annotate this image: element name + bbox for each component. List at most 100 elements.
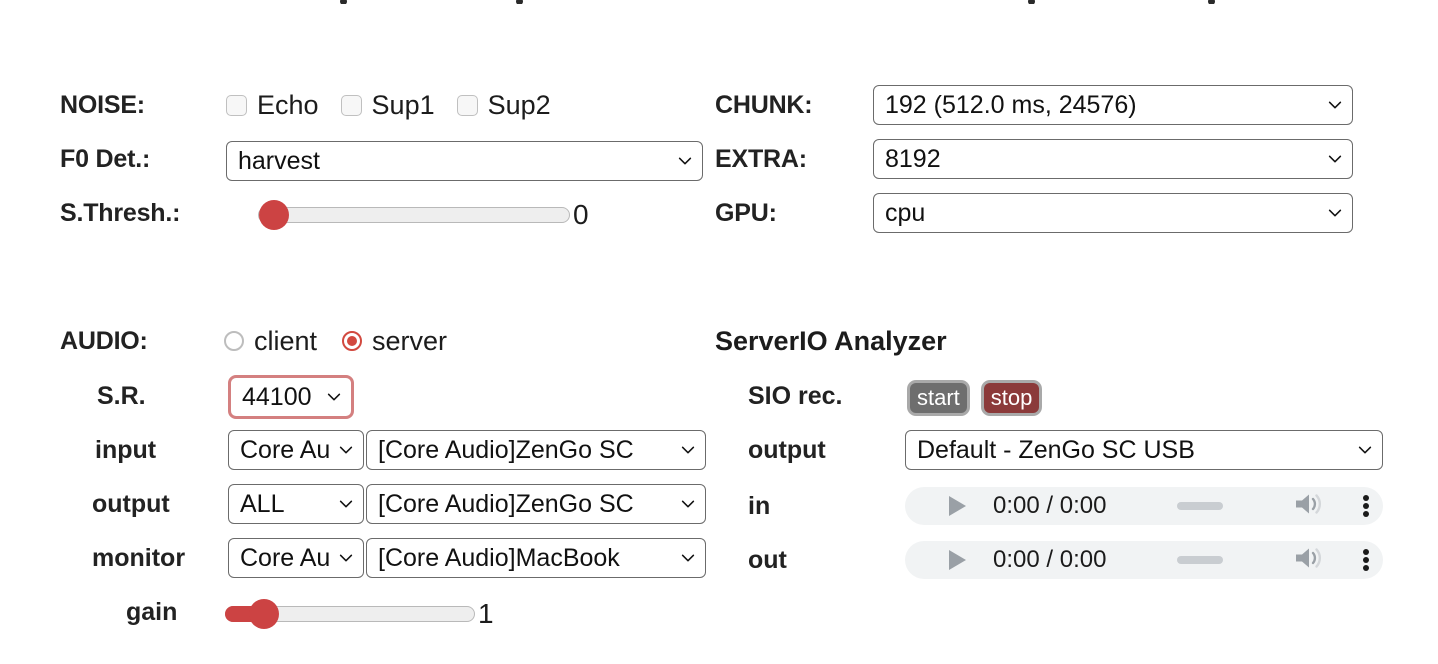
sthresh-label: S.Thresh.: — [60, 198, 181, 227]
checkbox-sup1-label: Sup1 — [371, 89, 435, 120]
f0-det-select[interactable]: harvest — [226, 141, 703, 181]
sample-rate-row: S.R. — [97, 378, 146, 414]
player-in-progress[interactable] — [1106, 502, 1293, 510]
sio-start-button[interactable]: start — [910, 383, 967, 413]
gpu-select[interactable]: cpu — [873, 193, 1353, 233]
clipped-row-above — [0, 0, 1438, 4]
radio-server-label: server — [372, 325, 448, 356]
input-api-value: Core Au — [240, 436, 331, 464]
player-out-time: 0:00 / 0:00 — [993, 546, 1107, 573]
monitor-device-value: [Core Audio]MacBook — [378, 544, 620, 572]
checkbox-echo-label: Echo — [257, 89, 319, 120]
checkbox-sup2[interactable] — [456, 94, 478, 116]
sample-rate-select[interactable]: 44100 — [228, 375, 354, 419]
f0-det-value: harvest — [238, 147, 320, 175]
left-settings-panel: NOISE: Echo Sup1 Sup2 F0 Det.: harvest S… — [0, 0, 715, 664]
gain-slider-thumb[interactable] — [249, 599, 279, 629]
volume-icon[interactable] — [1293, 545, 1325, 576]
analyzer-output-row: output — [748, 432, 826, 468]
player-in-row: in — [748, 488, 770, 524]
chunk-select[interactable]: 192 (512.0 ms, 24576) — [873, 85, 1353, 125]
gain-slider-track[interactable] — [225, 599, 475, 629]
gpu-value: cpu — [885, 199, 926, 227]
gpu-label: GPU: — [715, 198, 777, 227]
sio-rec-buttons: start stop — [910, 380, 1040, 416]
extra-value: 8192 — [885, 145, 941, 173]
noise-checkbox-group: Echo Sup1 Sup2 — [226, 87, 551, 123]
input-device-value: [Core Audio]ZenGo SC — [378, 436, 634, 464]
play-icon[interactable] — [949, 496, 966, 516]
monitor-device-select[interactable]: [Core Audio]MacBook — [366, 538, 706, 578]
audio-row: AUDIO: — [60, 323, 148, 359]
chunk-row: CHUNK: — [715, 87, 813, 123]
player-out-label: out — [748, 545, 787, 574]
analyzer-output-label: output — [748, 435, 826, 464]
sio-stop-button[interactable]: stop — [983, 383, 1040, 413]
monitor-row: monitor — [92, 540, 185, 576]
sthresh-value: 0 — [573, 199, 589, 230]
chunk-label: CHUNK: — [715, 90, 813, 119]
input-api-select[interactable]: Core Au — [228, 430, 364, 470]
chevron-down-icon — [681, 554, 695, 562]
input-label: input — [95, 435, 157, 464]
sio-rec-label: SIO rec. — [748, 381, 843, 410]
radio-client-label: client — [254, 325, 318, 356]
right-settings-panel: CHUNK: 192 (512.0 ms, 24576) EXTRA: 8192… — [715, 0, 1438, 664]
analyzer-output-value: Default - ZenGo SC USB — [917, 436, 1195, 464]
analyzer-title: ServerIO Analyzer — [715, 325, 947, 356]
sthresh-slider-thumb[interactable] — [259, 200, 289, 230]
audio-player-in[interactable]: 0:00 / 0:00 — [905, 487, 1383, 525]
gain-value: 1 — [478, 598, 494, 629]
sio-rec-row: SIO rec. — [748, 378, 843, 414]
checkbox-sup2-label: Sup2 — [487, 89, 551, 120]
f0-det-label: F0 Det.: — [60, 144, 151, 173]
output-api-select[interactable]: ALL — [228, 484, 364, 524]
monitor-api-value: Core Au — [240, 544, 331, 572]
sample-rate-label: S.R. — [97, 381, 146, 410]
player-out-progress[interactable] — [1106, 556, 1293, 564]
gain-row: gain — [126, 594, 177, 630]
monitor-api-select[interactable]: Core Au — [228, 538, 364, 578]
output-device-select[interactable]: [Core Audio]ZenGo SC — [366, 484, 706, 524]
checkbox-sup1[interactable] — [340, 94, 362, 116]
gain-slider[interactable]: 1 — [225, 598, 494, 630]
audio-player-out[interactable]: 0:00 / 0:00 — [905, 541, 1383, 579]
chunk-value: 192 (512.0 ms, 24576) — [885, 91, 1137, 119]
output-label: output — [92, 489, 170, 518]
player-in-label: in — [748, 491, 771, 520]
chevron-down-icon — [1328, 155, 1342, 163]
sample-rate-value: 44100 — [242, 383, 312, 411]
play-icon[interactable] — [949, 550, 966, 570]
f0-det-row: F0 Det.: — [60, 141, 150, 177]
player-out-more-menu-icon[interactable] — [1363, 549, 1369, 571]
sthresh-slider[interactable]: 0 — [258, 199, 589, 231]
output-device-value: [Core Audio]ZenGo SC — [378, 490, 634, 518]
player-out-row: out — [748, 542, 787, 578]
input-row: input — [95, 432, 156, 468]
monitor-label: monitor — [92, 543, 186, 572]
extra-row: EXTRA: — [715, 141, 807, 177]
analyzer-title-row: ServerIO Analyzer — [715, 323, 947, 359]
noise-row: NOISE: — [60, 87, 145, 123]
gain-label: gain — [126, 597, 178, 626]
extra-label: EXTRA: — [715, 144, 807, 173]
radio-server[interactable] — [342, 331, 363, 351]
input-device-select[interactable]: [Core Audio]ZenGo SC — [366, 430, 706, 470]
gpu-row: GPU: — [715, 195, 777, 231]
volume-icon[interactable] — [1293, 491, 1325, 522]
chevron-down-icon — [339, 446, 353, 454]
radio-client[interactable] — [224, 331, 244, 351]
chevron-down-icon — [1358, 446, 1372, 454]
chevron-down-icon — [339, 554, 353, 562]
chevron-down-icon — [327, 393, 341, 401]
chevron-down-icon — [678, 157, 692, 165]
checkbox-echo[interactable] — [226, 94, 247, 116]
output-api-value: ALL — [240, 490, 285, 518]
extra-select[interactable]: 8192 — [873, 139, 1353, 179]
chevron-down-icon — [1328, 209, 1342, 217]
output-row: output — [92, 486, 170, 522]
player-in-more-menu-icon[interactable] — [1363, 495, 1369, 517]
sthresh-slider-track[interactable] — [258, 200, 570, 230]
player-in-time: 0:00 / 0:00 — [993, 492, 1107, 519]
analyzer-output-select[interactable]: Default - ZenGo SC USB — [905, 430, 1383, 470]
